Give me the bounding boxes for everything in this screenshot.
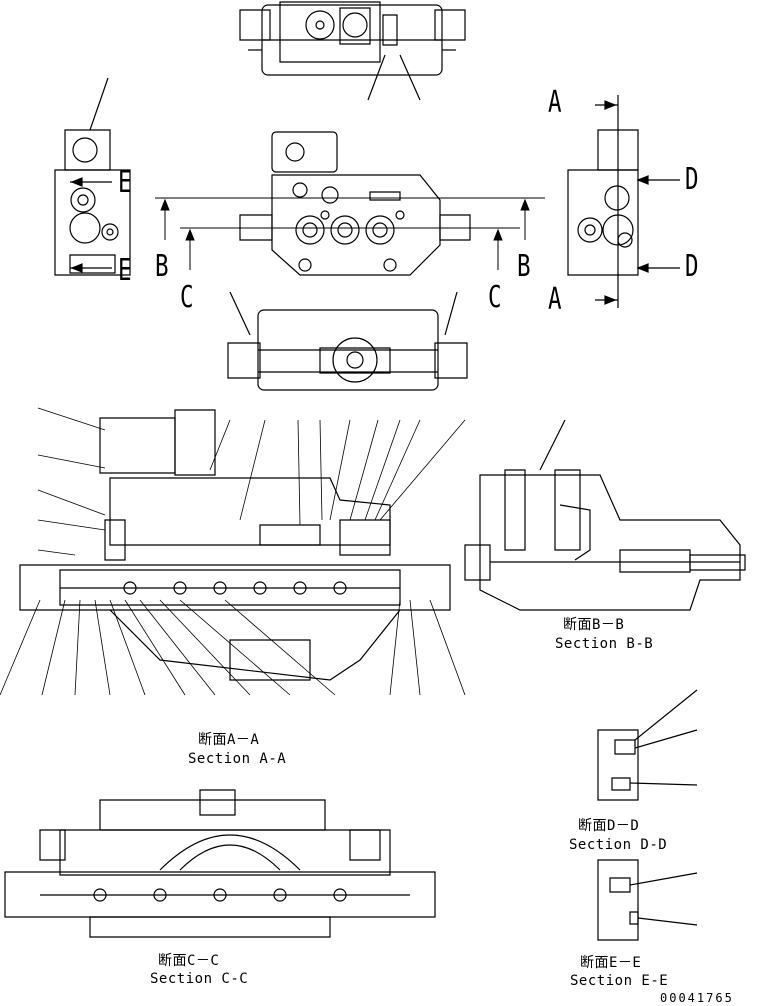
section-letter-c-left: C bbox=[180, 280, 194, 315]
caption-b-b-jp: 断面B－B bbox=[563, 617, 625, 633]
section-letter-e-bottom: E bbox=[118, 253, 132, 288]
section-b-b-drawing bbox=[465, 420, 745, 610]
caption-a-a-jp: 断面A－A bbox=[198, 732, 260, 748]
caption-b-b-en: Section B-B bbox=[555, 636, 654, 652]
caption-d-d-jp: 断面D－D bbox=[578, 818, 640, 834]
section-letter-b-left: B bbox=[155, 249, 169, 284]
top-plan-view bbox=[240, 2, 465, 100]
caption-c-c-en: Section C-C bbox=[150, 971, 249, 987]
section-letter-e-top: E bbox=[118, 165, 132, 200]
caption-d-d-en: Section D-D bbox=[569, 837, 668, 853]
section-e-e-drawing bbox=[598, 860, 697, 940]
left-side-view bbox=[55, 78, 130, 275]
caption-e-e-jp: 断面E－E bbox=[580, 955, 642, 971]
section-letter-a-top: A bbox=[548, 85, 562, 120]
section-a-a-leader-lines bbox=[0, 408, 465, 695]
caption-a-a-en: Section A-A bbox=[188, 751, 287, 767]
section-letter-c-right: C bbox=[488, 280, 502, 315]
section-letter-a-bottom: A bbox=[548, 282, 562, 317]
caption-e-e-en: Section E-E bbox=[570, 973, 669, 989]
caption-c-c-jp: 断面C－C bbox=[158, 953, 220, 969]
section-cut-lines bbox=[155, 198, 545, 270]
section-letter-d-top: D bbox=[685, 162, 699, 197]
section-letter-d-bottom: D bbox=[685, 249, 699, 284]
drawing-number: 00041765 bbox=[660, 991, 734, 1005]
bottom-plan-view bbox=[228, 292, 467, 390]
front-elevation-view bbox=[240, 132, 470, 275]
section-c-c-drawing bbox=[5, 790, 435, 937]
section-a-a-drawing bbox=[20, 410, 450, 680]
section-letter-b-right: B bbox=[517, 249, 531, 284]
section-d-d-drawing bbox=[598, 690, 697, 800]
right-side-view bbox=[568, 95, 680, 308]
